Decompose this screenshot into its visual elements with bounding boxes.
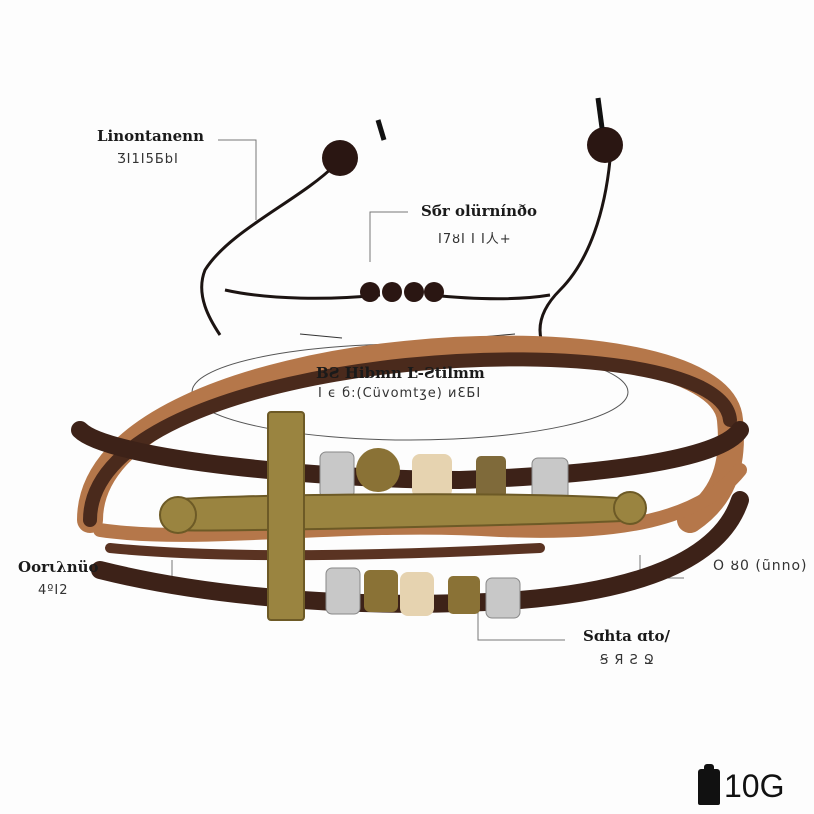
adjustable-cord [200,159,612,351]
label-center-sub: I ϵ б:(Cüvomtʒe) ᴎƐБI [318,386,482,401]
label-top-center-title: Sбr olürnínðo [421,202,537,220]
arrow-left [299,333,343,339]
label-left-title: Oorιλnüo [18,558,99,576]
lower-beads [325,567,521,619]
cross-charm [159,411,647,621]
end-bead-left [322,140,358,176]
end-bead-right [587,127,623,163]
label-top-left-sub: ƷI1I5БbI [117,152,179,167]
label-right-title: O ȣ0 (ũnno) [713,558,808,574]
label-top-left-title: Linontanenn [97,127,204,145]
label-top-center-sub: I7ȣI I I人+ [438,232,512,247]
label-center-title: BƧ Hibmn Ŀ-Ƨtilmm [316,364,485,382]
weight-badge: 10G [698,763,785,805]
weight-icon [698,763,720,805]
label-bottom-right-sub: Ꞩ Я Ƨ Ջ [600,653,655,668]
label-bottom-right-title: Sɑhta ɑto/ [583,627,670,645]
upper-beads [319,448,569,505]
slider-knot-beads [360,282,444,302]
weight-value: 10G [724,768,785,804]
label-left-sub: 4ºI2 [38,583,69,598]
